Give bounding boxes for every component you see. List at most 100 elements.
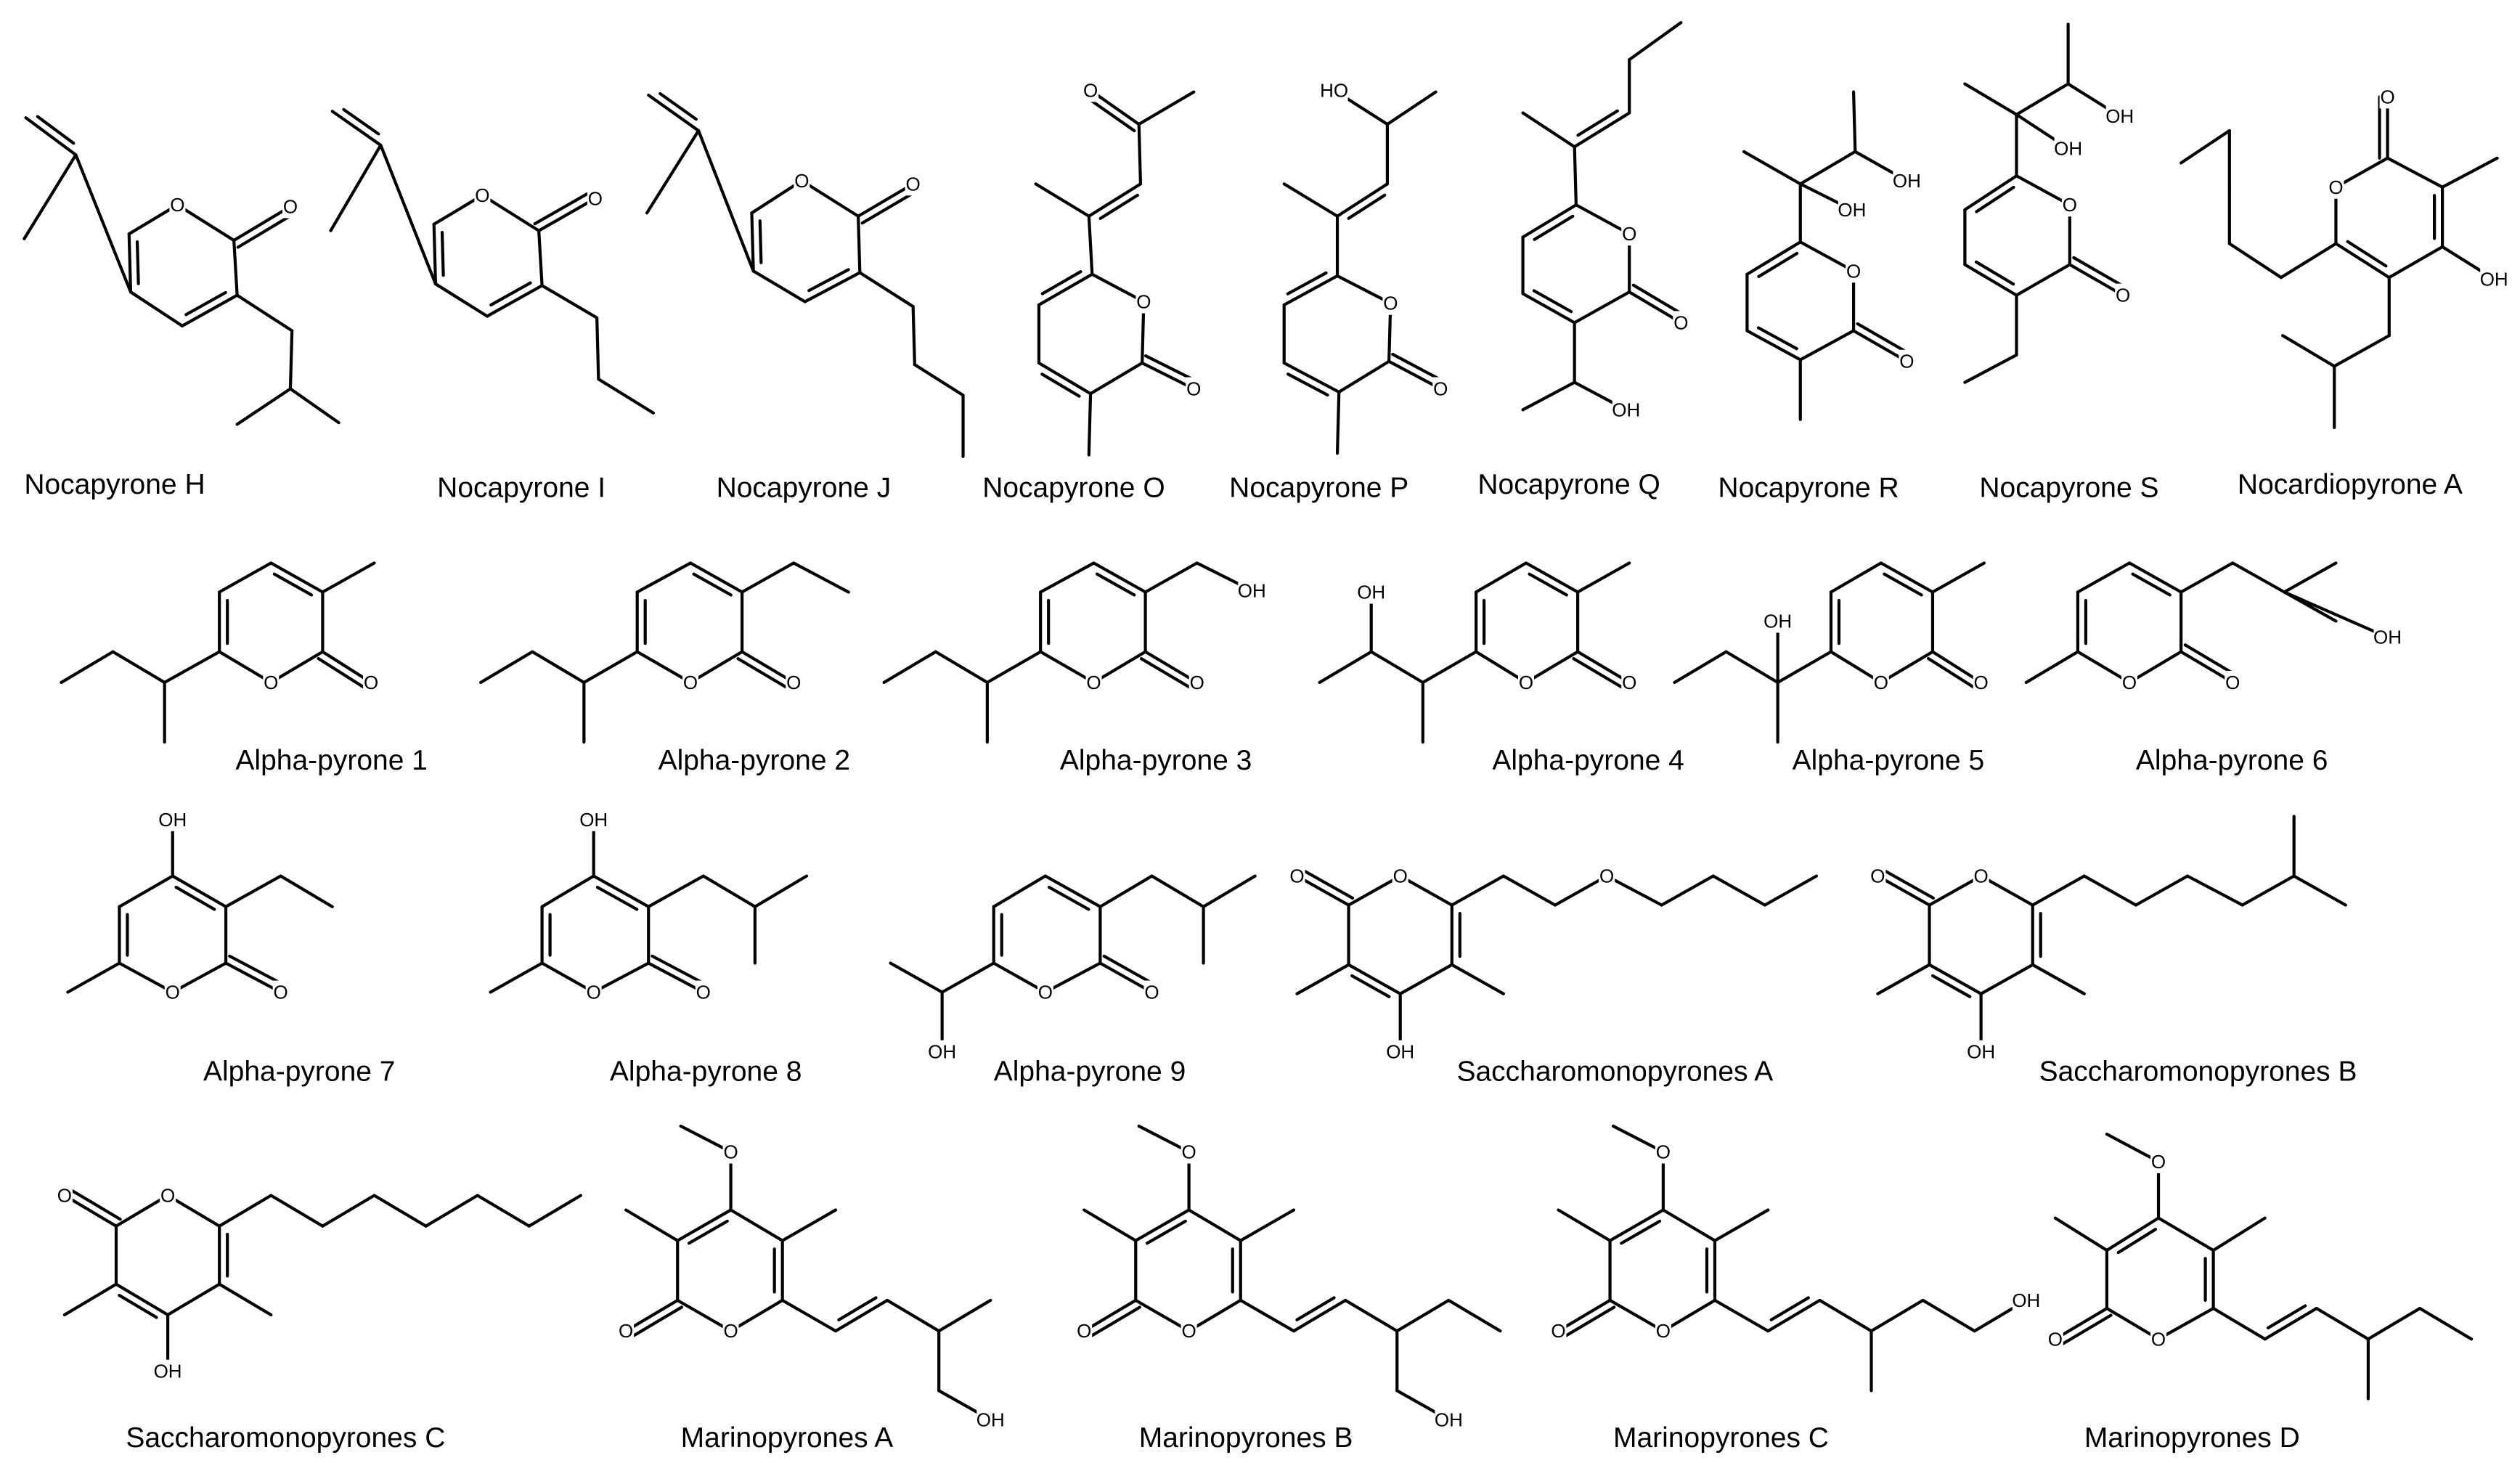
bond xyxy=(1150,874,1205,908)
bond xyxy=(1745,329,1802,362)
bond xyxy=(1344,1298,1399,1333)
bond xyxy=(224,961,282,994)
bond xyxy=(166,1194,221,1228)
bond xyxy=(913,363,965,397)
bond xyxy=(2334,242,2391,280)
bond xyxy=(857,214,862,274)
bond xyxy=(66,961,121,994)
compound-name: Marinopyrones B xyxy=(1139,1422,1353,1454)
bond xyxy=(1475,561,1528,594)
bond xyxy=(321,561,376,594)
bond-double xyxy=(1560,1305,1616,1340)
bond xyxy=(2015,263,2071,297)
bond xyxy=(62,1194,118,1228)
bond xyxy=(729,1298,784,1333)
bond xyxy=(2024,650,2080,685)
bond xyxy=(1282,274,1339,307)
bond xyxy=(1608,1208,1665,1242)
bond xyxy=(180,293,239,327)
compound-name: Nocardiopyrone A xyxy=(2238,469,2463,500)
bond xyxy=(1557,1208,1612,1242)
bond-double xyxy=(1883,572,1923,597)
bond xyxy=(114,1194,170,1228)
bond xyxy=(1869,1298,1925,1333)
compound-name: Alpha-pyrone 1 xyxy=(235,745,428,776)
bond xyxy=(372,1194,428,1228)
bond-double xyxy=(1756,326,1798,351)
oxygen-atom-label: O xyxy=(1383,293,1398,314)
bond xyxy=(321,1194,376,1228)
bond xyxy=(1501,874,1557,907)
oxygen-atom-label: O xyxy=(1973,865,1988,887)
bond-double xyxy=(1086,1305,1142,1340)
bond xyxy=(235,293,294,333)
bond xyxy=(1450,963,1506,995)
bond xyxy=(2281,334,2336,368)
oxygen-atom-label: O xyxy=(2116,285,2130,306)
bond-double xyxy=(1047,885,1090,911)
bond xyxy=(224,874,282,908)
bond xyxy=(432,222,438,286)
bond xyxy=(1963,82,2018,116)
bond xyxy=(1660,874,1715,907)
compound-name: Alpha-pyrone 3 xyxy=(1060,745,1252,776)
bond xyxy=(1092,561,1147,594)
bond xyxy=(1766,1298,1822,1333)
bond xyxy=(985,650,1043,685)
bond-double xyxy=(1856,322,1912,356)
bond xyxy=(1087,182,1143,218)
hydroxyl-label: OH xyxy=(2373,627,2402,648)
bond-double xyxy=(440,230,445,277)
bond xyxy=(992,874,1047,908)
hydroxyl-label: OH xyxy=(976,1409,1005,1430)
oxygen-atom-label: O xyxy=(1038,982,1053,1003)
bond xyxy=(729,1208,784,1242)
bond xyxy=(527,1194,583,1228)
bond-double xyxy=(1145,1219,1187,1245)
bond xyxy=(176,203,236,243)
bond xyxy=(1335,274,1392,305)
bond-double xyxy=(342,107,380,136)
bond xyxy=(1963,263,2018,297)
bond xyxy=(127,203,179,236)
compound-name: Alpha-pyrone 4 xyxy=(1492,745,1684,776)
bond xyxy=(1202,874,1257,908)
bond-double xyxy=(758,219,763,264)
bond xyxy=(2127,561,2183,594)
bond xyxy=(171,961,228,994)
bond xyxy=(647,874,705,908)
oxygen-atom-label: O xyxy=(1144,982,1159,1003)
bond xyxy=(2441,156,2499,189)
bond xyxy=(1574,203,1631,236)
bond xyxy=(937,1298,992,1333)
hydroxyl-label: OH xyxy=(928,1041,956,1063)
bond-double xyxy=(1533,214,1575,241)
bond-double xyxy=(118,1293,158,1319)
bond xyxy=(592,961,651,994)
bond-double xyxy=(184,290,227,317)
bond xyxy=(1553,874,1609,907)
bond xyxy=(624,1208,680,1242)
bond xyxy=(232,205,293,243)
oxygen-atom-label: O xyxy=(274,982,288,1003)
bond-double xyxy=(272,572,314,597)
bond xyxy=(2315,1306,2370,1341)
compound-name: Marinopyrones C xyxy=(1613,1422,1829,1454)
oxygen-atom-label: O xyxy=(2048,1328,2063,1350)
bond-double xyxy=(236,211,296,249)
oxygen-atom-label: O xyxy=(1874,672,1888,693)
hydroxyl-label: OH xyxy=(158,809,187,831)
bond xyxy=(1282,361,1341,394)
bond xyxy=(288,387,341,425)
compound-name: Alpha-pyrone 8 xyxy=(610,1056,802,1088)
bond xyxy=(279,874,334,908)
compound-name: Marinopyrones A xyxy=(681,1422,894,1454)
bond xyxy=(218,561,273,594)
bond xyxy=(235,387,293,426)
hydroxyl-label: OH xyxy=(1612,399,1640,420)
